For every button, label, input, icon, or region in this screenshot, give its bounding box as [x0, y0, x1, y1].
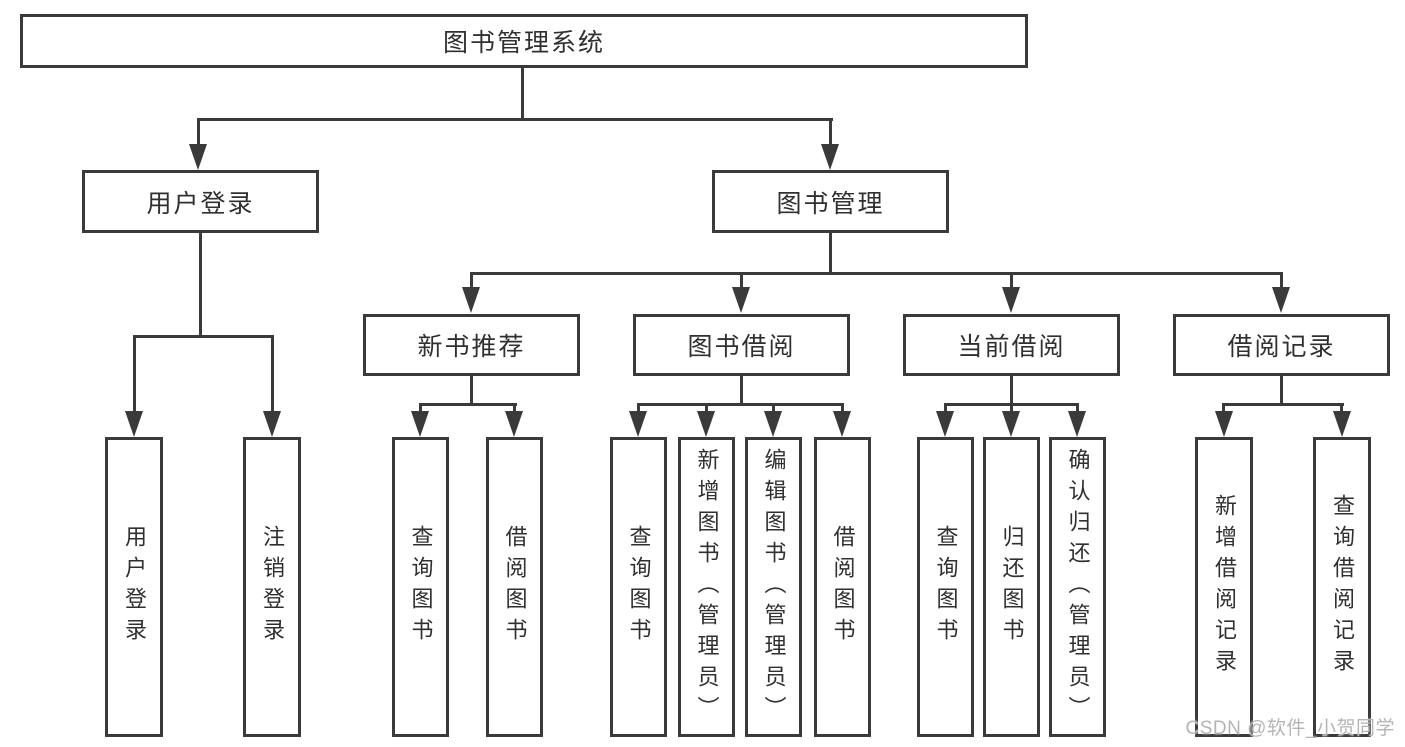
connector-line: [197, 120, 200, 147]
arrow-down-icon: [821, 144, 839, 170]
connector-line: [637, 403, 844, 406]
connector-line: [133, 335, 274, 338]
connector-line: [772, 405, 775, 413]
arrow-down-icon: [189, 144, 207, 170]
connector-line: [740, 274, 743, 289]
connector-line: [829, 233, 832, 272]
connector-line: [1010, 405, 1013, 413]
connector-line: [1076, 405, 1079, 413]
leaf-borrow-edit-book-admin: 编辑图书（管理员）: [745, 437, 802, 737]
node-borrow-record: 借阅记录: [1173, 314, 1390, 376]
arrow-down-icon: [1333, 411, 1351, 437]
connector-line: [419, 403, 517, 406]
connector-line: [513, 405, 516, 413]
arrow-down-icon: [263, 411, 281, 437]
arrow-down-icon: [1272, 287, 1290, 313]
node-root: 图书管理系统: [20, 14, 1028, 68]
leaf-current-return-book: 归还图书: [983, 437, 1040, 737]
arrow-down-icon: [125, 411, 143, 437]
arrow-down-icon: [462, 287, 480, 313]
connector-line: [1010, 274, 1013, 289]
arrow-down-icon: [505, 411, 523, 437]
connector-line: [829, 120, 832, 147]
arrow-down-icon: [1068, 411, 1086, 437]
connector-line: [705, 405, 708, 413]
node-current-borrow: 当前借阅: [903, 314, 1120, 376]
arrow-down-icon: [411, 411, 429, 437]
connector-line: [470, 274, 473, 289]
node-new-book-recommend: 新书推荐: [363, 314, 580, 376]
connector-line: [133, 337, 136, 413]
leaf-borrow-add-book-admin: 新增图书（管理员）: [678, 437, 735, 737]
connector-line: [944, 405, 947, 413]
leaf-recommend-borrow-book: 借阅图书: [486, 437, 543, 737]
leaf-recommend-query-book: 查询图书: [392, 437, 449, 737]
connector-line: [740, 376, 743, 403]
arrow-down-icon: [833, 411, 851, 437]
connector-line: [521, 68, 524, 121]
connector-line: [1280, 274, 1283, 289]
leaf-current-confirm-return-admin: 确认归还（管理员）: [1049, 437, 1106, 737]
connector-line: [470, 272, 1283, 275]
connector-line: [199, 233, 202, 335]
arrow-down-icon: [764, 411, 782, 437]
arrow-down-icon: [697, 411, 715, 437]
connector-line: [1010, 376, 1013, 403]
leaf-borrow-borrow-book: 借阅图书: [814, 437, 871, 737]
leaf-record-add-record: 新增借阅记录: [1195, 437, 1253, 737]
arrow-down-icon: [1002, 287, 1020, 313]
node-book-management: 图书管理: [712, 170, 949, 233]
connector-line: [197, 118, 833, 121]
arrow-down-icon: [732, 287, 750, 313]
arrow-down-icon: [936, 411, 954, 437]
node-book-borrow: 图书借阅: [633, 314, 850, 376]
leaf-user-login: 用户登录: [105, 437, 163, 737]
connector-line: [419, 405, 422, 413]
connector-line: [1222, 405, 1225, 413]
leaf-record-query-record: 查询借阅记录: [1313, 437, 1371, 737]
connector-line: [470, 376, 473, 403]
connector-line: [637, 405, 640, 413]
connector-line: [841, 405, 844, 413]
leaf-borrow-query-book: 查询图书: [610, 437, 667, 737]
connector-line: [271, 337, 274, 413]
node-user-login: 用户登录: [82, 170, 319, 233]
arrow-down-icon: [629, 411, 647, 437]
leaf-current-query-book: 查询图书: [917, 437, 974, 737]
arrow-down-icon: [1215, 411, 1233, 437]
connector-line: [1222, 403, 1344, 406]
watermark: CSDN @软件_小贺同学: [1185, 718, 1395, 739]
connector-line: [1340, 405, 1343, 413]
arrow-down-icon: [1002, 411, 1020, 437]
connector-line: [944, 403, 1079, 406]
leaf-logout-login: 注销登录: [243, 437, 301, 737]
connector-line: [1280, 376, 1283, 403]
